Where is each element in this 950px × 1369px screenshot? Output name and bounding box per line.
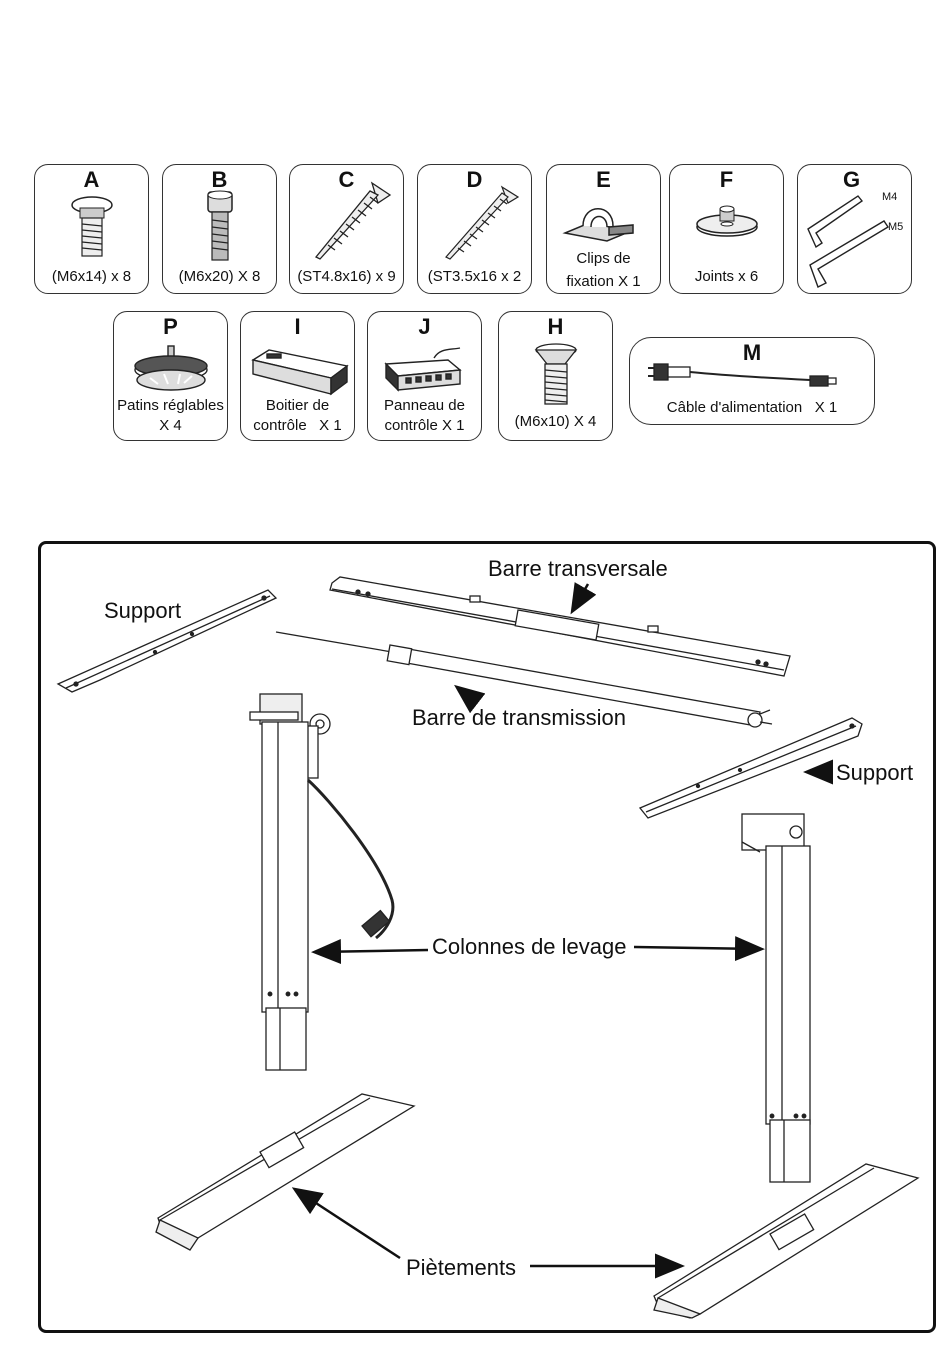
lifting-column-right: [741, 813, 811, 1183]
arrow-foot-left: [291, 1187, 401, 1260]
socket-head-bolt-icon: [207, 190, 233, 261]
foot-right-part: [653, 1163, 920, 1319]
part-caption: (M6x20) X 8: [178, 268, 261, 285]
label-feet: Piètements: [406, 1255, 517, 1280]
washer-joint-icon: [696, 205, 758, 237]
part-card-b: B (M6x20) X 8: [162, 164, 277, 294]
caption-line: fixation X 1: [566, 273, 641, 290]
foot-left-part: [155, 1093, 416, 1251]
crossbar-part: [329, 576, 791, 677]
label-drive-bar: Barre de transmission: [412, 705, 626, 730]
part-card-i: I Boitier de contrôle X 1: [240, 311, 355, 441]
part-letter: E: [596, 167, 611, 192]
part-letter: P: [163, 314, 178, 339]
part-card-p: P Patins réglables X 4: [113, 311, 228, 441]
control-box-icon: [251, 349, 349, 396]
part-letter: J: [418, 314, 431, 339]
part-card-a: A (M6x14) x 8: [34, 164, 149, 294]
part-letter: A: [83, 167, 100, 192]
caption-line: Clips de: [576, 250, 631, 267]
part-caption: (M6x14) x 8: [51, 268, 132, 285]
part-card-c: C (ST4.8x16) x 9: [289, 164, 404, 294]
part-card-d: D (ST3.5x16 x 2: [417, 164, 532, 294]
caption-line: Boitier de: [265, 397, 330, 414]
caption-line: contrôle X 1: [384, 417, 465, 434]
part-caption: Câble d'alimentation X 1: [666, 399, 838, 416]
part-caption: Panneau de contrôle X 1: [368, 396, 481, 436]
label-support-left: Support: [104, 598, 182, 623]
lifting-column-left: [249, 693, 395, 1071]
wood-screw-icon: [314, 181, 392, 260]
part-letter: I: [294, 314, 301, 339]
part-caption: Clips de fixation X 1: [547, 249, 660, 292]
part-card-e: E Clips de fixation X 1: [546, 164, 661, 294]
part-letter: G: [843, 167, 861, 192]
part-letter: F: [719, 167, 734, 192]
caption-line: X 4: [159, 417, 182, 434]
small-wood-screw-icon: [445, 185, 520, 260]
button-head-bolt-icon: [71, 196, 113, 257]
support-left-part: [56, 589, 278, 693]
part-caption: (M6x10) X 4: [514, 413, 597, 430]
hex-key-icon: [807, 195, 889, 288]
part-letter: M: [742, 340, 762, 365]
part-letter: B: [211, 167, 228, 192]
adjustable-foot-icon: [134, 345, 208, 391]
cable-clip-icon: [562, 208, 634, 242]
part-caption: Boitier de contrôle X 1: [241, 396, 354, 436]
part-card-f: F Joints x 6: [669, 164, 784, 294]
part-card-g: G M4 M5: [797, 164, 912, 294]
part-card-j: J Panneau de contrôle X 1: [367, 311, 482, 441]
arrow-column-right: [633, 936, 765, 962]
caption-line: contrôle X 1: [253, 417, 342, 434]
label-lifting-columns: Colonnes de levage: [432, 934, 627, 959]
part-caption: Joints x 6: [694, 268, 759, 285]
part-letter: H: [547, 314, 564, 339]
power-cable-icon: [648, 363, 837, 387]
caption-line: Panneau de: [384, 397, 465, 414]
part-card-h: H (M6x10) X 4: [498, 311, 613, 441]
label-crossbar: Barre transversale: [488, 556, 668, 581]
drive-bar-part: [275, 631, 773, 728]
part-caption: Patins réglables X 4: [114, 396, 227, 436]
part-letter: D: [466, 167, 483, 192]
hex-key-size-m4: M4: [882, 191, 898, 203]
arrow-drive-bar: [454, 684, 486, 714]
part-caption: (ST4.8x16) x 9: [297, 268, 396, 285]
arrow-crossbar: [570, 582, 597, 615]
arrow-column-left: [311, 939, 429, 965]
control-panel-icon: [384, 347, 462, 392]
caption-line: Patins réglables: [117, 397, 224, 414]
part-card-m: M Câble d'alimentation X 1: [629, 337, 875, 425]
part-caption: (ST3.5x16 x 2: [427, 268, 522, 285]
support-right-part: [638, 717, 863, 819]
part-letter: C: [338, 167, 355, 192]
hex-key-size-m5: M5: [888, 221, 904, 233]
label-support-right: Support: [836, 760, 914, 785]
countersunk-bolt-icon: [534, 343, 578, 405]
